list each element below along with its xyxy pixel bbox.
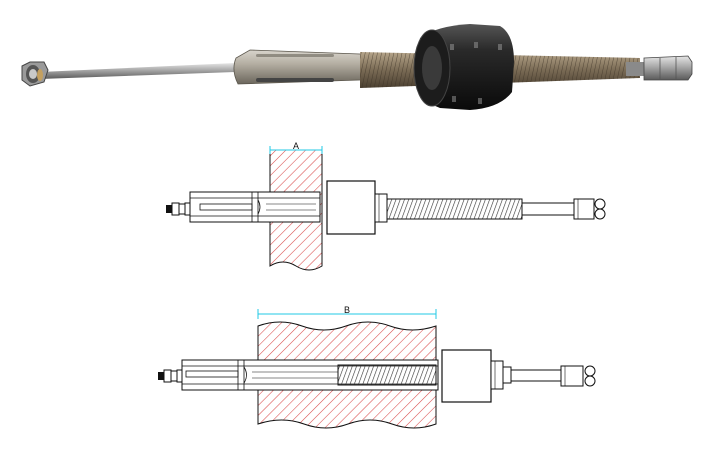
diagram-a: A (166, 141, 606, 271)
hex-drive-a (573, 198, 606, 220)
dimension-b: B (257, 305, 437, 319)
diagram-b: B (158, 305, 596, 429)
nut-body-b (441, 349, 492, 403)
washer-a (374, 193, 388, 223)
rod-b (510, 369, 562, 382)
dimension-a-label: A (293, 141, 299, 151)
hex-drive-b (560, 365, 596, 387)
washer-b (490, 360, 504, 390)
threaded-shaft-a (386, 198, 523, 220)
tip-nut-b (158, 369, 183, 383)
dimension-a: A (269, 141, 323, 154)
sleeve-a (189, 191, 321, 223)
photo-rod (40, 63, 235, 79)
dimension-b-label: B (344, 305, 350, 315)
sleeve-b (181, 359, 439, 391)
tip-nut-a (166, 202, 191, 216)
photo-sleeve (233, 49, 373, 85)
photo-hex-drive (626, 55, 693, 81)
nut-body-a (326, 180, 376, 235)
photo-tip-nut (21, 61, 49, 87)
photo-large-nut (413, 24, 514, 110)
rod-a (521, 202, 575, 216)
tool-photo (21, 24, 693, 110)
